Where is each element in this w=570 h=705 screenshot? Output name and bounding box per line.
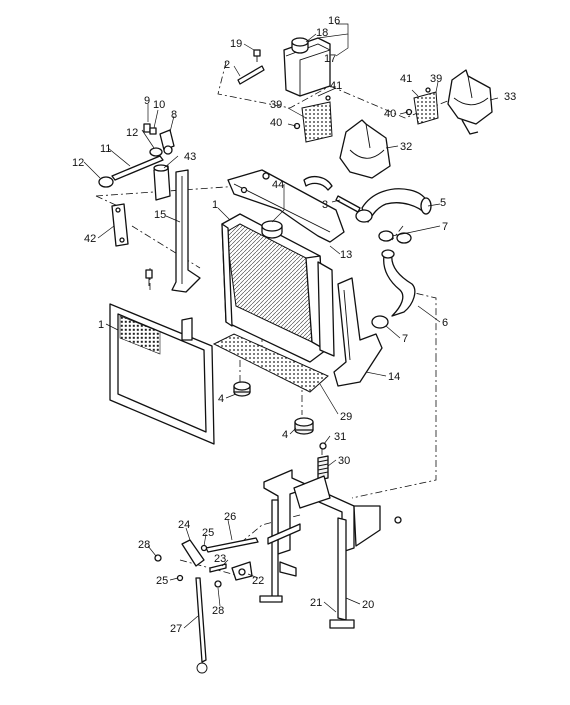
callout-27: 27 — [170, 623, 182, 635]
callout-7a: 7 — [442, 221, 448, 233]
bolt-3 — [335, 195, 361, 213]
callout-25a: 25 — [202, 527, 214, 539]
lever-24 — [181, 539, 205, 567]
front-grille — [109, 303, 215, 445]
callout-25b: 25 — [156, 575, 168, 587]
callout-1a: 1 — [212, 199, 218, 211]
callout-17: 17 — [324, 53, 336, 65]
small-bolt — [145, 269, 153, 286]
shroud-14 — [333, 277, 383, 387]
spring-30 — [317, 455, 329, 481]
lower-hose-6 — [381, 249, 416, 317]
clamp-12a — [149, 147, 163, 157]
shroud-bracket-33 — [447, 69, 493, 135]
hose-44 — [303, 175, 333, 191]
callout-15: 15 — [154, 209, 166, 221]
callout-2: 2 — [224, 59, 230, 71]
callout-5: 5 — [440, 197, 446, 209]
cable-27 — [195, 577, 208, 674]
shroud-bolts — [293, 87, 431, 130]
callout-13: 13 — [340, 249, 352, 261]
radiator-screen-29 — [212, 333, 329, 393]
callout-29: 29 — [340, 411, 352, 423]
upper-hose-5 — [361, 188, 432, 223]
callout-4a: 4 — [218, 393, 224, 405]
callout-3: 3 — [322, 199, 328, 211]
overflow-hose — [237, 65, 265, 85]
link-42 — [111, 203, 129, 247]
hose-clamp-7b — [371, 315, 389, 329]
callout-28a: 28 — [138, 539, 150, 551]
callout-9: 9 — [144, 95, 150, 107]
callout-14: 14 — [388, 371, 400, 383]
bolt-31 — [319, 442, 327, 450]
callout-20: 20 — [362, 599, 374, 611]
callout-39a: 39 — [270, 99, 282, 111]
callout-labels: 16 18 19 17 2 41 41 39 39 33 40 40 32 9 … — [72, 15, 516, 635]
callout-43: 43 — [184, 151, 196, 163]
radiator-core — [221, 213, 335, 363]
callout-30: 30 — [338, 455, 350, 467]
tank-bolt — [253, 49, 261, 62]
mesh-plate-39a — [301, 101, 333, 143]
top-bracket-13 — [227, 169, 345, 243]
callout-12b: 12 — [72, 157, 84, 169]
callout-40a: 40 — [270, 117, 282, 129]
callout-26: 26 — [224, 511, 236, 523]
side-support-15 — [171, 169, 201, 293]
callout-8: 8 — [171, 109, 177, 121]
callout-31: 31 — [334, 431, 346, 443]
hose-clamps-7a — [355, 209, 412, 244]
mount-4b — [294, 417, 314, 435]
callout-24: 24 — [178, 519, 190, 531]
leader-lines — [83, 23, 499, 629]
hose-43 — [153, 164, 171, 201]
callout-41b: 41 — [400, 73, 412, 85]
callout-42: 42 — [84, 233, 96, 245]
callout-44: 44 — [272, 179, 284, 191]
callout-18: 18 — [316, 27, 328, 39]
callout-28b: 28 — [212, 605, 224, 617]
callout-4b: 4 — [282, 429, 288, 441]
callout-39b: 39 — [430, 73, 442, 85]
bolt-top — [240, 172, 270, 194]
callout-33: 33 — [504, 91, 516, 103]
callout-16: 16 — [328, 15, 340, 27]
mesh-plate-39b — [413, 91, 439, 125]
shroud-bracket-32 — [339, 119, 391, 179]
callout-22: 22 — [252, 575, 264, 587]
callout-7b: 7 — [402, 333, 408, 345]
mount-4a — [233, 381, 251, 397]
support-frame-20 — [259, 469, 402, 629]
expansion-tank — [283, 37, 331, 97]
clamp-12b — [98, 176, 114, 188]
callout-1b: 1 — [98, 319, 104, 331]
pins-28 — [154, 554, 222, 588]
rod-11 — [111, 155, 164, 181]
bolt-23 — [209, 563, 227, 573]
rod-26 — [205, 537, 259, 553]
callout-23: 23 — [214, 553, 226, 565]
callout-19: 19 — [230, 38, 242, 50]
callout-21: 21 — [310, 597, 322, 609]
callout-11: 11 — [100, 143, 111, 155]
pivot-22 — [231, 561, 253, 581]
callout-41a: 41 — [330, 80, 342, 92]
callout-6: 6 — [442, 317, 448, 329]
callout-40b: 40 — [384, 108, 396, 120]
callout-12a: 12 — [126, 127, 138, 139]
fitting-8 — [159, 129, 175, 155]
callout-10: 10 — [153, 99, 165, 111]
callout-32: 32 — [400, 141, 412, 153]
